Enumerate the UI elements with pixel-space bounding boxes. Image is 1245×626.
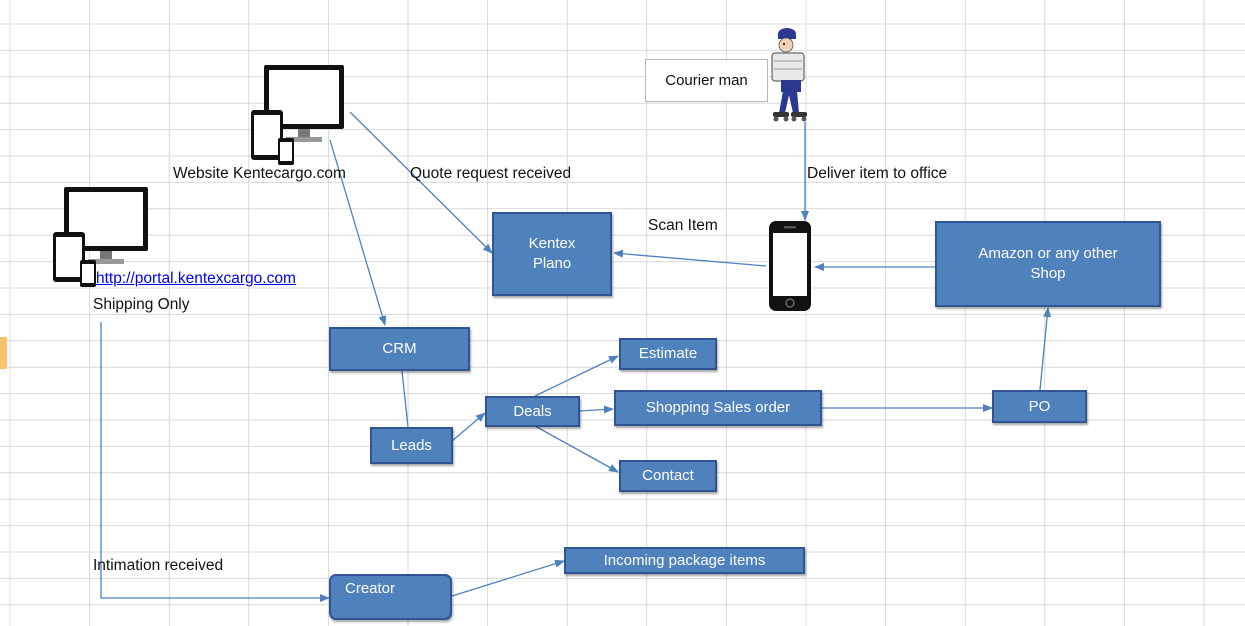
deals-node[interactable]: Deals	[485, 396, 580, 427]
kentex-plano-line2: Plano	[532, 255, 572, 272]
website-devices-icon	[248, 62, 348, 166]
quote-request-label: Quote request received	[410, 165, 572, 182]
crm-node[interactable]: CRM	[329, 327, 470, 371]
kentex-plano-line1: Kentex	[528, 235, 576, 252]
incoming-package-items-node[interactable]: Incoming package items	[564, 547, 805, 574]
amazon-shop-node[interactable]: Amazon or any other Shop	[935, 221, 1161, 307]
website-label: Website Kentecargo.com	[173, 165, 346, 182]
portal-link[interactable]: http://portal.kentexcargo.com	[96, 270, 296, 287]
leads-node[interactable]: Leads	[370, 427, 453, 464]
courier-man-icon	[765, 25, 815, 125]
website-to-crm-arrow	[329, 139, 387, 326]
portal-devices-icon	[50, 184, 150, 288]
deals-to-estimate-arrow	[534, 355, 619, 397]
website-to-kentex-arrow	[349, 111, 493, 254]
amazon-shop-line1: Amazon or any other	[978, 245, 1118, 262]
creator-to-incoming-arrow	[451, 559, 565, 597]
amazon-shop-line2: Shop	[1030, 265, 1066, 282]
crm-to-leads-line	[401, 370, 409, 428]
phone-to-kentex-arrow	[613, 249, 767, 267]
deals-to-sales-order-arrow	[578, 405, 614, 414]
row-selection-marker	[0, 337, 7, 369]
scan-item-label: Scan Item	[648, 217, 718, 234]
smartphone-icon	[768, 220, 812, 312]
shopping-sales-order-node[interactable]: Shopping Sales order	[614, 390, 822, 426]
shipping-only-label: Shipping Only	[93, 296, 190, 313]
leads-to-deals-arrow	[451, 412, 486, 442]
deliver-item-label: Deliver item to office	[807, 165, 948, 182]
portal-to-creator-arrow	[100, 322, 330, 602]
creator-node[interactable]: Creator	[329, 574, 452, 620]
intimation-received-label: Intimation received	[93, 557, 224, 574]
po-to-amazon-arrow	[1039, 307, 1052, 391]
contact-node[interactable]: Contact	[619, 460, 717, 492]
kentex-plano-node[interactable]: Kentex Plano	[492, 212, 612, 296]
po-node[interactable]: PO	[992, 390, 1087, 423]
estimate-node[interactable]: Estimate	[619, 338, 717, 370]
deals-to-contact-arrow	[534, 425, 619, 473]
courier-man-textbox: Courier man	[645, 59, 768, 102]
